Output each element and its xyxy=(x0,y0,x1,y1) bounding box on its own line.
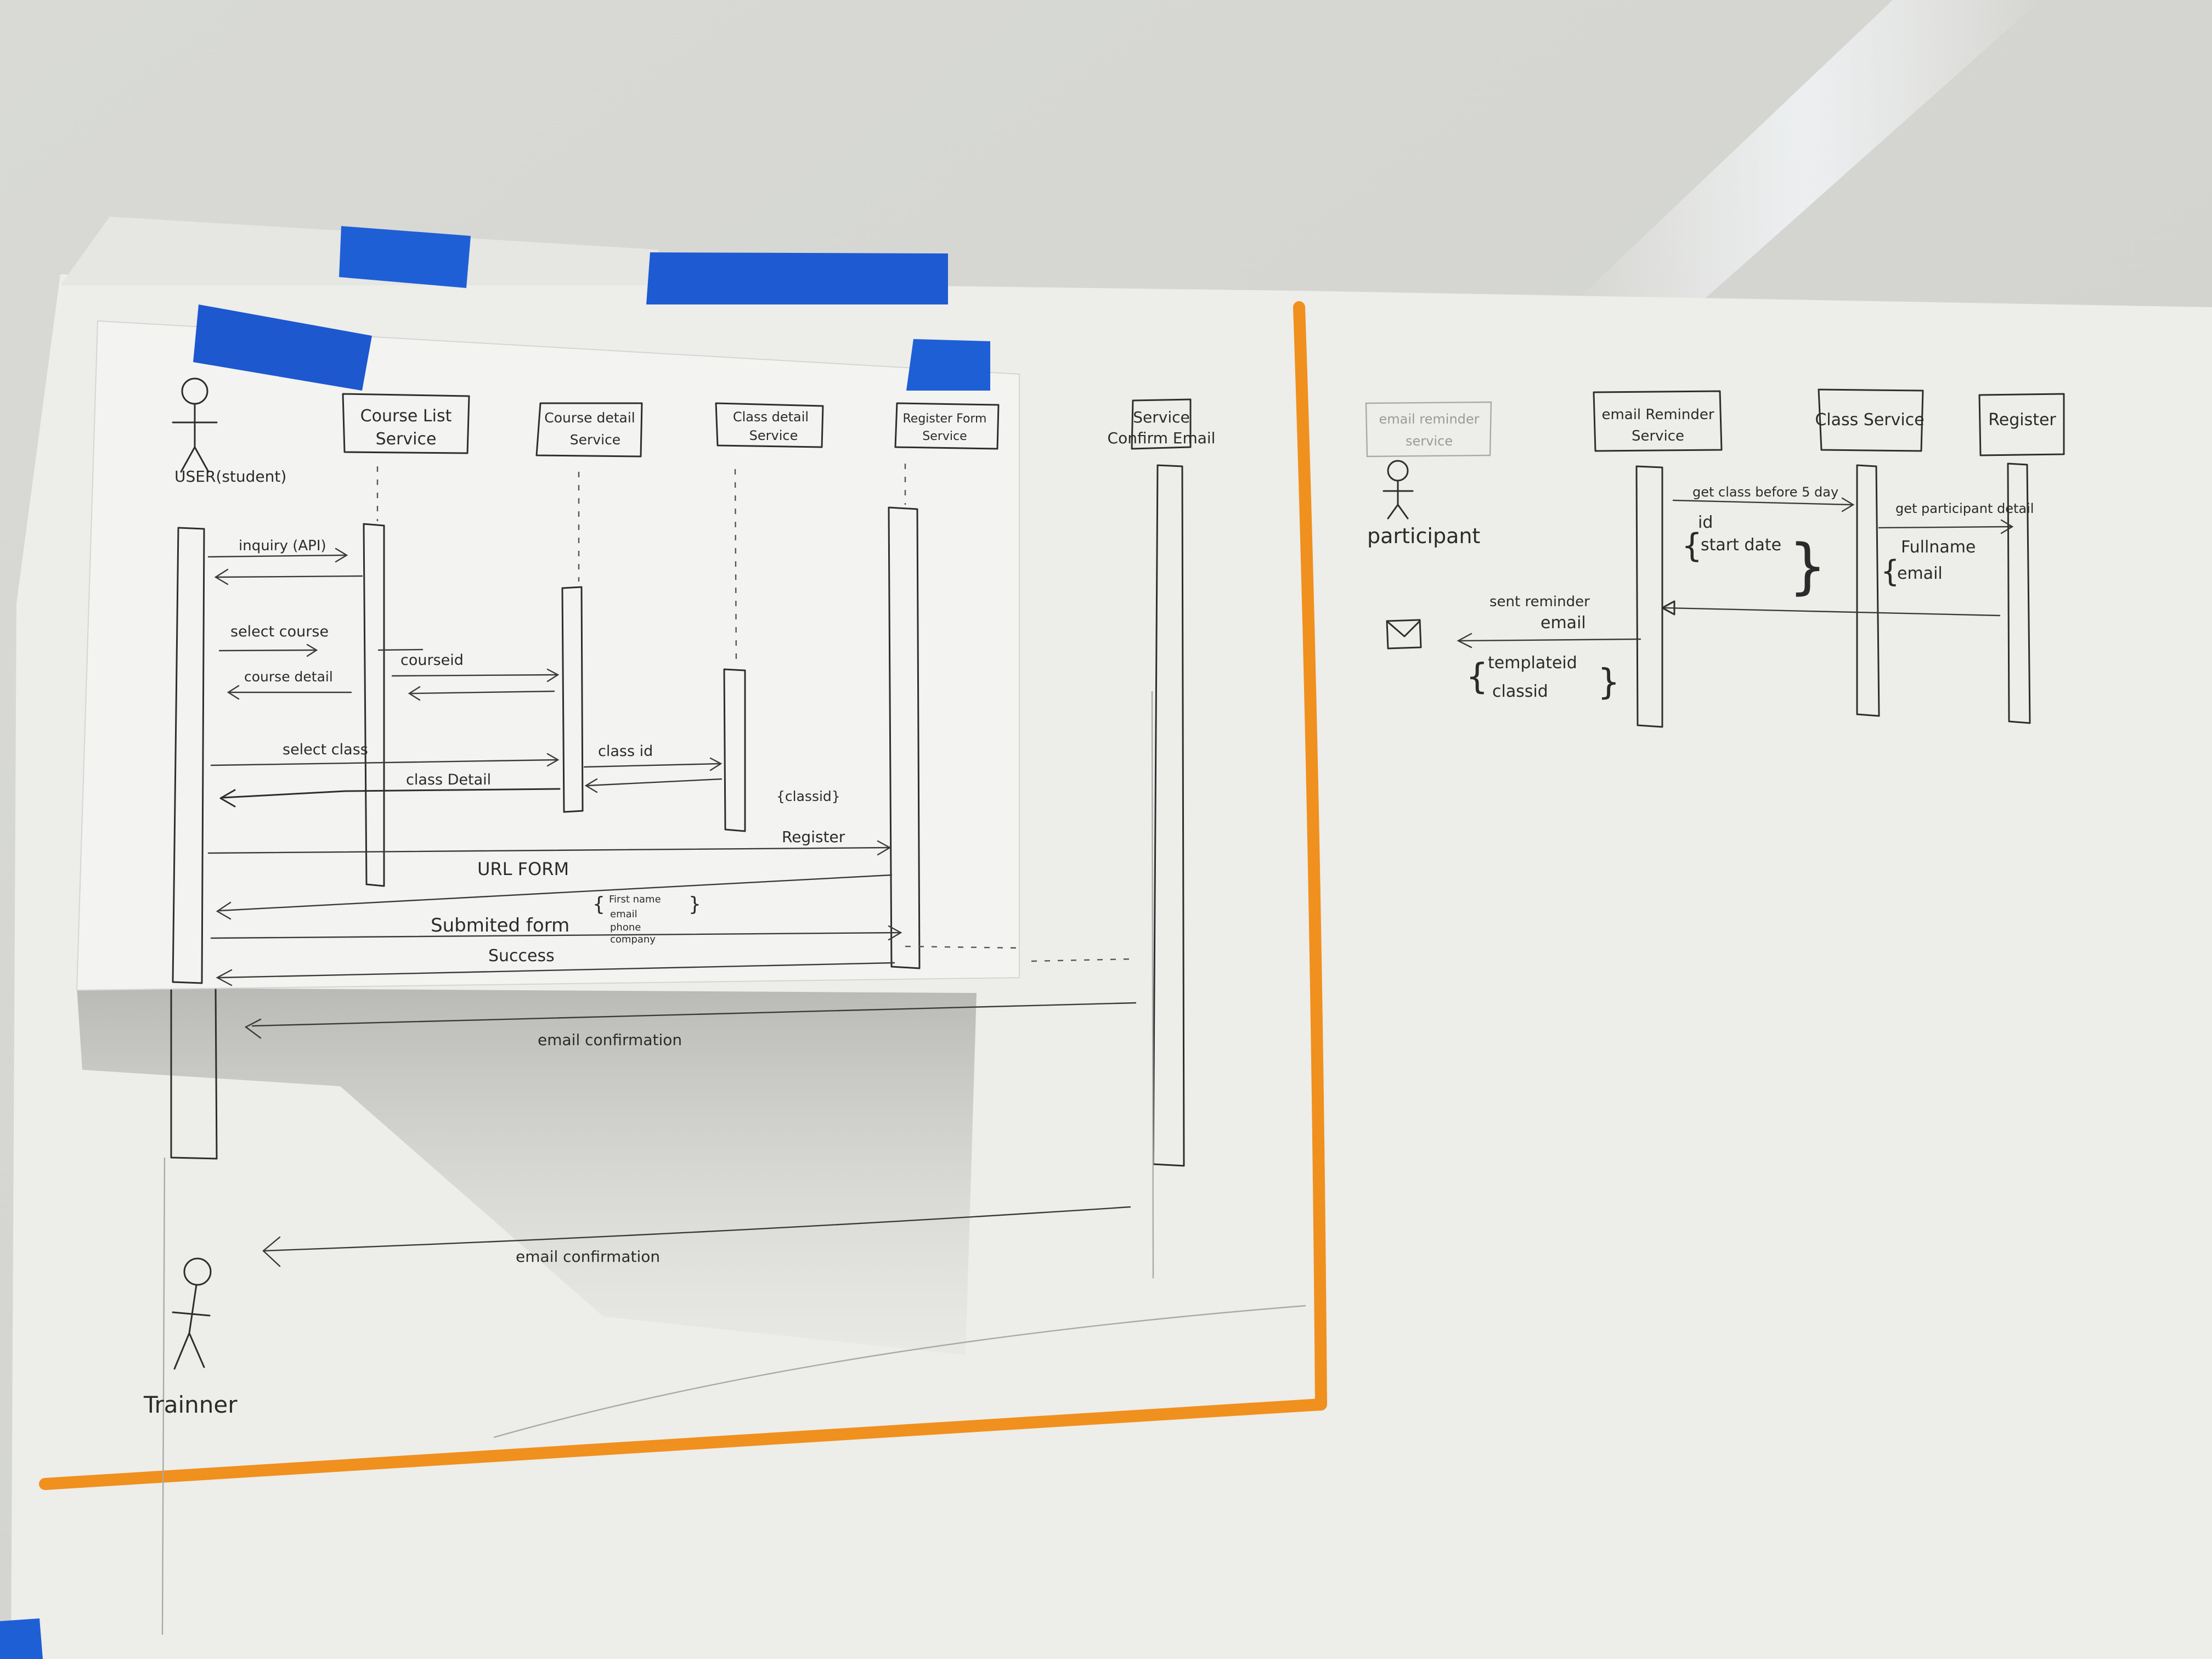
select-course-message: select course xyxy=(218,623,329,657)
blue-tape xyxy=(646,252,948,304)
class-detail-message: class Detail xyxy=(219,771,723,808)
submitted-form-message: Submited form { First name email phone c… xyxy=(210,893,902,945)
inquiry-message: inquiry (API) xyxy=(207,538,363,585)
message-label: get class before 5 day xyxy=(1692,484,1838,500)
blue-tape xyxy=(193,304,372,391)
email-confirmation-user-arrow: email confirmation xyxy=(244,1002,1137,1049)
class-service-lifeline: Class Service xyxy=(1815,388,1925,717)
participant-label: participant xyxy=(1367,524,1480,548)
lifeline-label: Service xyxy=(376,430,437,449)
lifeline-label: Course List xyxy=(360,407,452,426)
message-label: URL FORM xyxy=(477,859,569,879)
blue-tape xyxy=(906,339,990,391)
courseid-message: courseid xyxy=(377,648,560,701)
lifeline-label: Register xyxy=(1988,410,2056,430)
classid-message: class id xyxy=(583,743,723,771)
message-label: class Detail xyxy=(406,771,491,788)
form-field: First name xyxy=(609,894,661,905)
lifeline-label: Service xyxy=(749,428,798,443)
message-label: courseid xyxy=(400,652,464,669)
lifeline-label: Service xyxy=(570,432,620,448)
email-confirmation-trainer-arrow: email confirmation xyxy=(262,1206,1131,1267)
message-label: get participant detail xyxy=(1895,501,2034,516)
message-label: email confirmation xyxy=(538,1031,682,1049)
form-field: email xyxy=(610,909,637,920)
register-message: Register xyxy=(207,828,891,856)
field-label: classid xyxy=(1492,682,1548,701)
attached-paper-sheet xyxy=(76,320,1020,991)
brace-open: { xyxy=(1466,657,1488,697)
register-lifeline: Register xyxy=(1978,393,2065,724)
brace-close: } xyxy=(1788,531,1827,601)
blue-tape xyxy=(0,1618,43,1659)
get-participant-message: get participant detail { Fullname email xyxy=(1878,501,2034,589)
lifeline-label: Class detail xyxy=(733,409,809,425)
lifeline-label: Course detail xyxy=(544,410,635,426)
lifeline-label: Service xyxy=(1632,428,1684,444)
faded-lifeline-box: email reminder service xyxy=(1365,401,1492,458)
message-label: sent reminder xyxy=(1489,594,1590,610)
orange-marker-bracket xyxy=(39,301,1327,1490)
success-message: Success xyxy=(216,946,895,986)
trainer-actor: Trainner xyxy=(143,1257,238,1418)
message-label: course detail xyxy=(244,669,333,685)
faded-label: service xyxy=(1406,433,1453,449)
email-reminder-lifeline: email Reminder Service xyxy=(1593,390,1723,728)
dashed-connector xyxy=(1031,958,1133,962)
participant-actor: participant xyxy=(1367,460,1480,548)
lifeline-label: email Reminder xyxy=(1601,407,1714,423)
get-class-message: get class before 5 day { id start date } xyxy=(1672,484,1855,601)
brace-open: { xyxy=(592,893,605,916)
left-faint-line xyxy=(161,1157,166,1635)
classid-note: {classid} xyxy=(776,788,840,804)
register-form-lifeline: Register Form Service xyxy=(888,402,1021,969)
light-reflection xyxy=(1569,0,2041,307)
message-label: Register xyxy=(782,828,845,846)
pencil-stroke xyxy=(493,1305,1306,1438)
lifeline-label: Register Form xyxy=(903,412,987,426)
message-label: select class xyxy=(283,741,368,758)
form-field: company xyxy=(610,934,656,945)
envelope-icon xyxy=(1386,619,1422,650)
message-label: class id xyxy=(598,743,653,760)
message-label: email xyxy=(1541,613,1586,633)
paper-shadow xyxy=(77,988,977,1355)
note-label: {classid} xyxy=(776,788,840,804)
form-field: phone xyxy=(610,922,641,933)
lifeline-label: Service xyxy=(922,430,967,443)
lifeline-label: Confirm Email xyxy=(1108,429,1216,447)
field-label: id xyxy=(1698,513,1713,532)
course-detail-lifeline: Course detail Service xyxy=(535,402,643,813)
field-label: email xyxy=(1897,564,1943,583)
confirm-email-lifeline: Service Confirm Email xyxy=(1108,398,1216,1279)
sent-reminder-message: sent reminder email { templateid classid… xyxy=(1457,594,1641,703)
message-label: Success xyxy=(488,946,555,966)
field-label: templateid xyxy=(1488,653,1577,673)
brace-close: } xyxy=(689,893,701,916)
course-detail-reply-message: course detail xyxy=(227,669,352,700)
brace-open: { xyxy=(1681,527,1702,565)
register-return-message xyxy=(1661,600,2001,617)
brace-close: } xyxy=(1598,662,1620,703)
brace-open: { xyxy=(1881,554,1899,589)
field-label: start date xyxy=(1701,535,1781,555)
faded-label: email reminder xyxy=(1379,411,1479,427)
field-label: Fullname xyxy=(1901,538,1976,557)
user-actor: USER(student) xyxy=(172,377,286,984)
trainer-label: Trainner xyxy=(143,1391,238,1418)
lifeline-label: Class Service xyxy=(1815,410,1924,430)
message-label: select course xyxy=(230,623,329,640)
message-label: inquiry (API) xyxy=(239,538,326,554)
select-class-message: select class xyxy=(210,741,560,767)
course-list-lifeline: Course List Service xyxy=(342,393,470,887)
url-form-message: URL FORM xyxy=(216,859,893,920)
user-label: USER(student) xyxy=(174,467,286,486)
message-label: email confirmation xyxy=(516,1248,660,1266)
blue-tape xyxy=(339,226,471,288)
message-label: Submited form xyxy=(431,915,569,936)
user-activation-lower xyxy=(170,986,218,1160)
lifeline-label: Service xyxy=(1133,408,1189,426)
class-detail-lifeline: Class detail Service xyxy=(715,402,824,832)
